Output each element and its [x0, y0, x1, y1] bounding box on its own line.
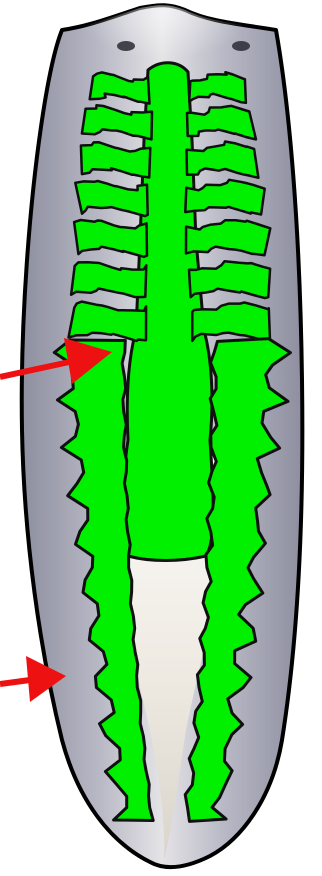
left-eyespot: [117, 41, 135, 51]
right-eyespot: [232, 41, 250, 51]
lower-arrow-shaft: [0, 680, 30, 684]
